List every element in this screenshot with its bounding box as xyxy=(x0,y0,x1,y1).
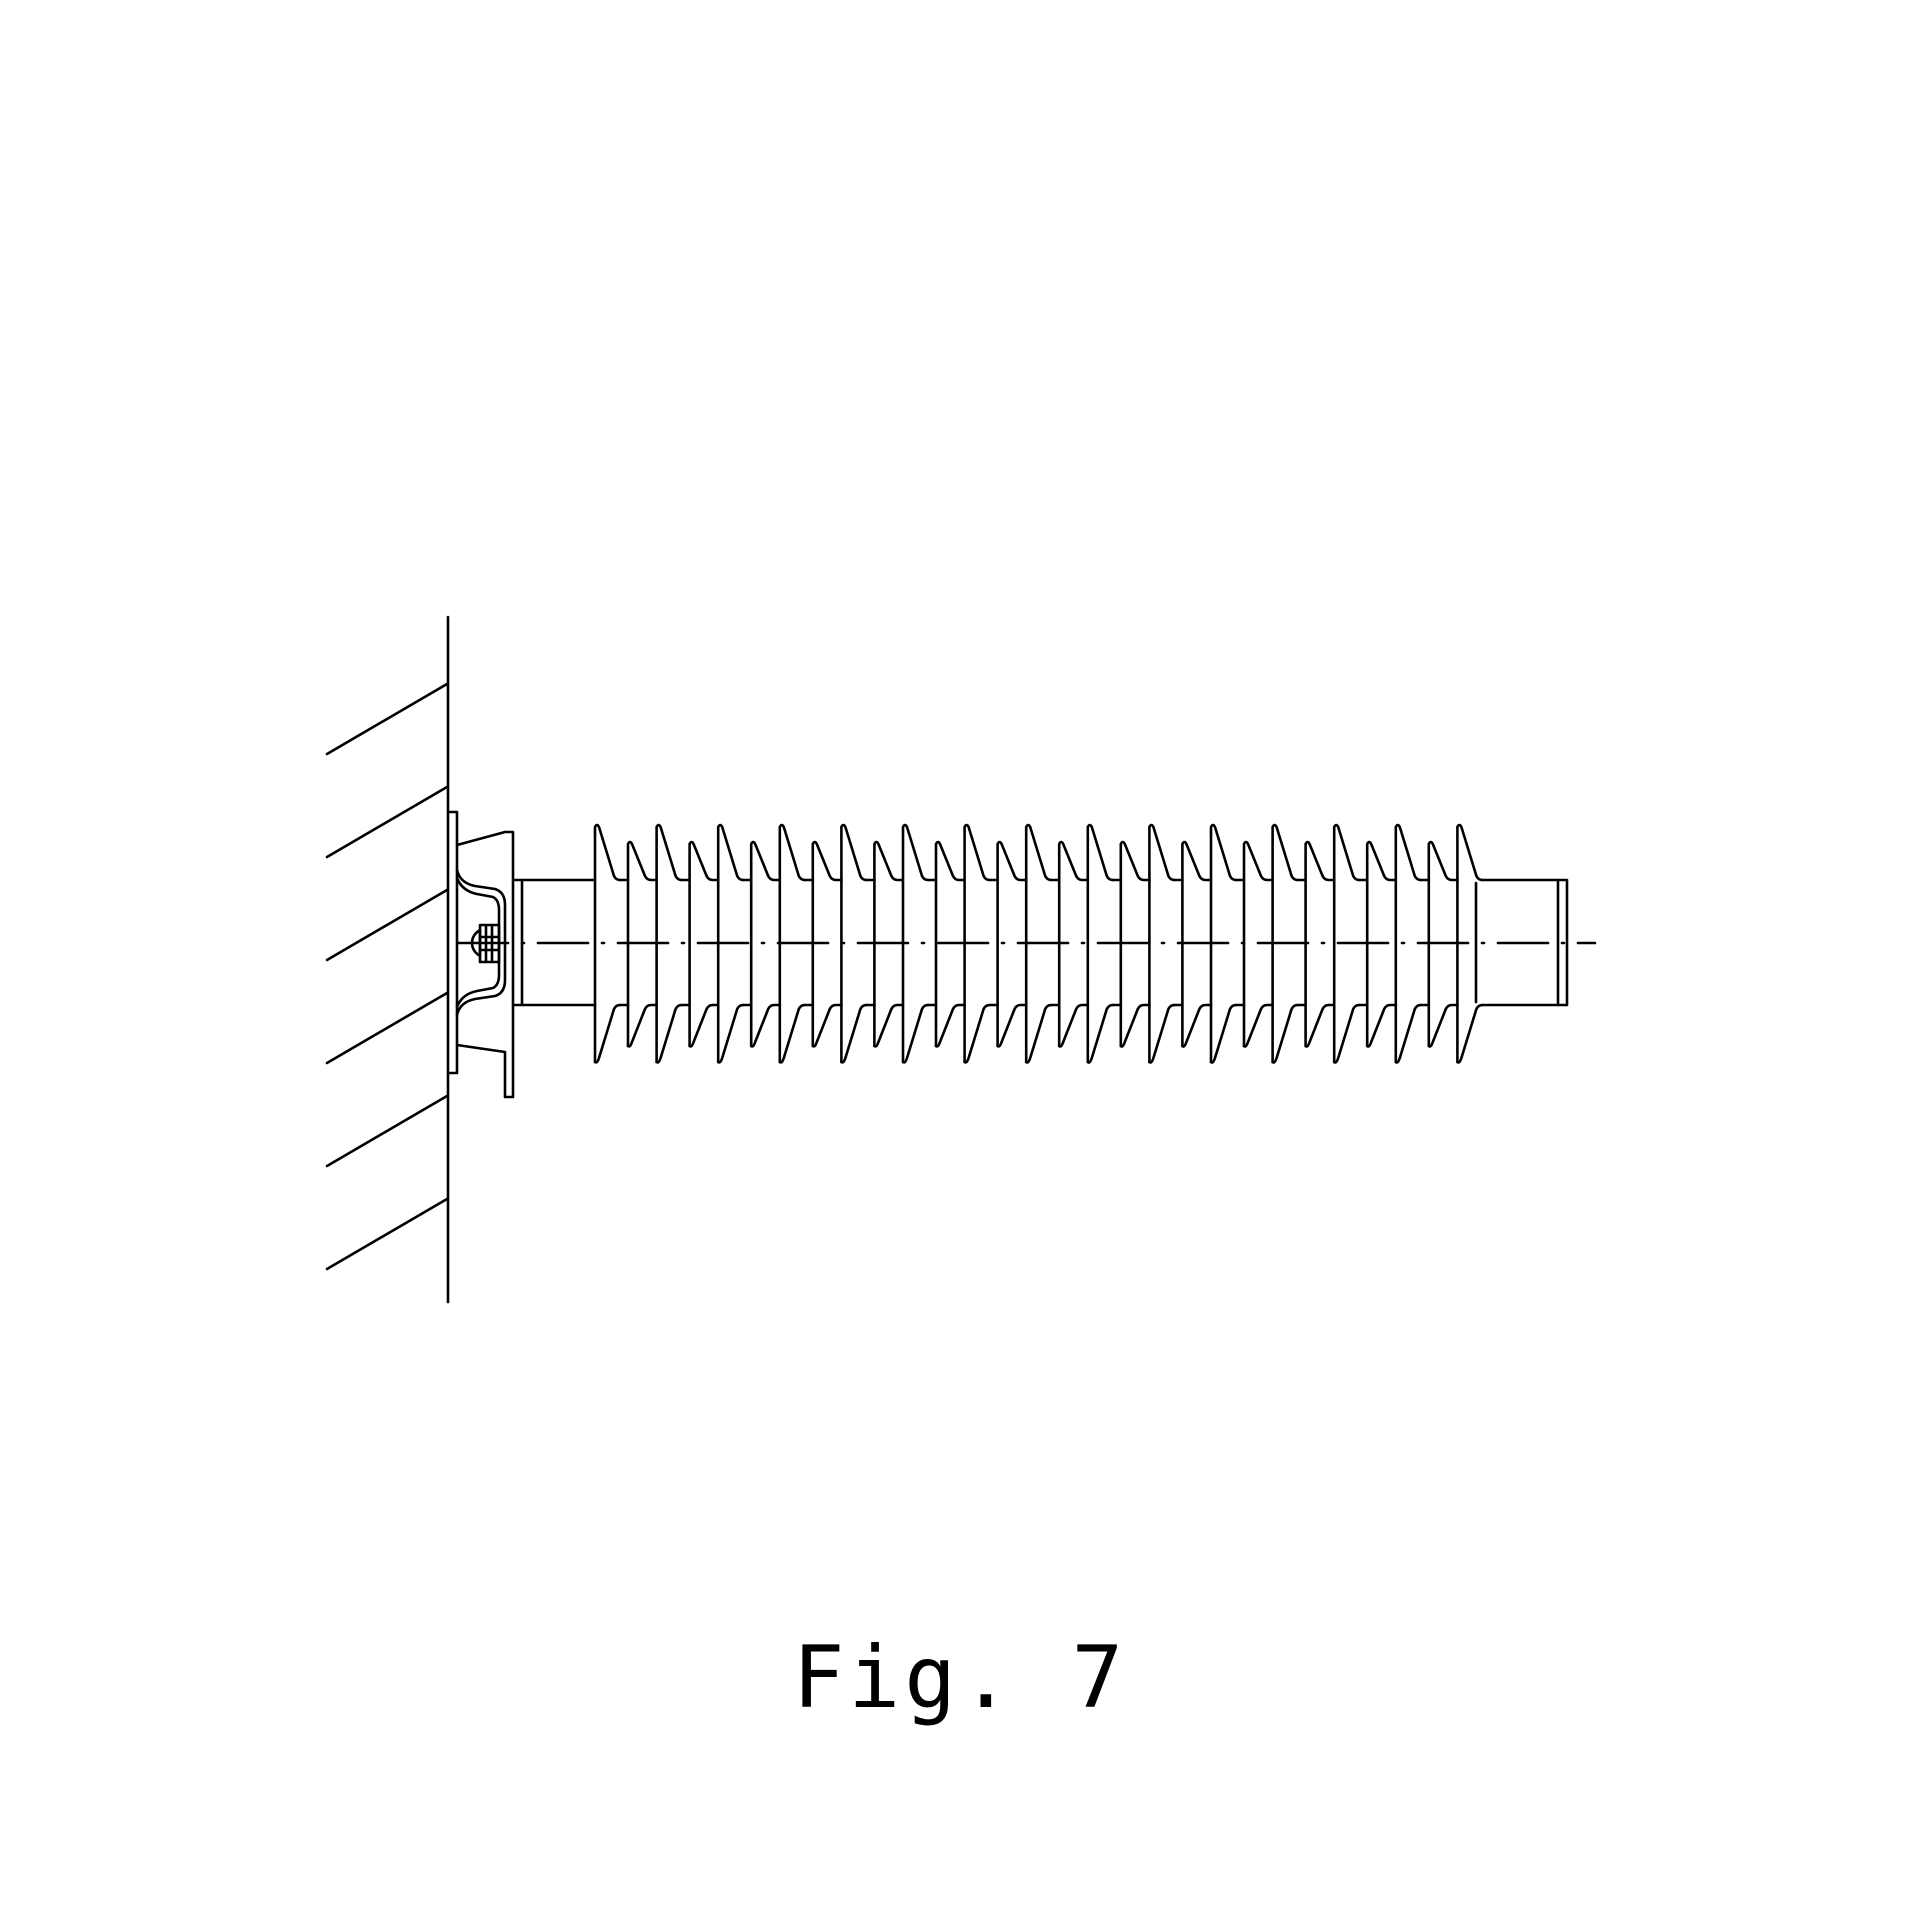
small-shed-lower xyxy=(626,1003,658,1048)
small-shed-lower xyxy=(1365,1003,1398,1048)
big-shed xyxy=(1456,823,1484,1064)
small-shed-lower xyxy=(1427,1003,1459,1048)
small-shed-lower xyxy=(688,1003,720,1048)
big-shed xyxy=(1271,823,1299,1064)
small-shed xyxy=(1242,840,1274,1048)
big-shed-lower xyxy=(1148,1003,1176,1064)
wall xyxy=(325,615,450,1304)
big-shed-lower xyxy=(1024,1003,1053,1064)
big-shed xyxy=(963,823,991,1064)
big-shed-lower xyxy=(1086,1003,1115,1064)
insulator-body xyxy=(593,823,1569,1064)
big-shed-lower xyxy=(1456,1003,1484,1064)
shed-gap xyxy=(618,878,630,1007)
small-shed xyxy=(1119,840,1151,1048)
shed-gap xyxy=(1357,878,1369,1007)
small-shed-lower xyxy=(873,1003,905,1048)
small-shed xyxy=(1365,840,1398,1048)
big-shed-lower xyxy=(716,1003,745,1064)
small-shed xyxy=(1304,840,1336,1048)
big-shed xyxy=(1394,823,1423,1064)
big-shed xyxy=(901,823,930,1064)
small-shed xyxy=(688,840,720,1048)
big-shed-lower xyxy=(963,1003,991,1064)
small-shed-lower xyxy=(749,1003,782,1048)
wall-hatch-line xyxy=(325,1197,449,1271)
small-shed xyxy=(934,840,966,1048)
big-shed xyxy=(593,823,622,1064)
small-shed xyxy=(749,840,782,1048)
big-shed xyxy=(1209,823,1238,1064)
big-shed-lower xyxy=(840,1003,868,1064)
shaft-end-right xyxy=(1474,878,1568,1007)
wall-hatch-line xyxy=(325,682,449,756)
small-shed-lower xyxy=(1181,1003,1213,1048)
small-shed-lower xyxy=(1119,1003,1151,1048)
small-shed xyxy=(996,840,1028,1048)
small-shed-lower xyxy=(1057,1003,1090,1048)
big-shed xyxy=(655,823,683,1064)
shed-gap xyxy=(1234,878,1246,1007)
wall-hatch-line xyxy=(325,991,449,1065)
big-shed-lower xyxy=(655,1003,683,1064)
shed-gap xyxy=(803,878,815,1007)
shed-gap xyxy=(1296,878,1307,1007)
small-shed xyxy=(1181,840,1213,1048)
big-shed xyxy=(1332,823,1361,1064)
big-shed xyxy=(716,823,745,1064)
small-shed-lower xyxy=(1304,1003,1336,1048)
big-shed xyxy=(1148,823,1176,1064)
shed-gap xyxy=(1111,878,1123,1007)
shed-gap xyxy=(1419,878,1431,1007)
big-shed xyxy=(778,823,807,1064)
mounting-bracket xyxy=(447,810,597,1099)
big-shed xyxy=(840,823,868,1064)
small-shed-lower xyxy=(934,1003,966,1048)
wall-hatch-line xyxy=(325,1094,449,1168)
big-shed-lower xyxy=(1394,1003,1423,1064)
big-shed-lower xyxy=(593,1003,622,1064)
small-shed-lower xyxy=(1242,1003,1274,1048)
big-shed-lower xyxy=(1332,1003,1361,1064)
small-shed xyxy=(1057,840,1090,1048)
big-shed-lower xyxy=(901,1003,930,1064)
big-shed xyxy=(1024,823,1053,1064)
small-shed xyxy=(1427,840,1459,1048)
small-shed-lower xyxy=(996,1003,1028,1048)
big-shed-lower xyxy=(778,1003,807,1064)
small-shed xyxy=(873,840,905,1048)
shed-gap xyxy=(1173,878,1184,1007)
mounting-plate xyxy=(447,810,459,1075)
bracket-flange xyxy=(455,830,515,1099)
small-shed-lower xyxy=(811,1003,843,1048)
shed-gap xyxy=(926,878,938,1007)
wall-hatch-line xyxy=(325,888,449,962)
shed-gap xyxy=(1049,878,1061,1007)
big-shed-lower xyxy=(1271,1003,1299,1064)
figure-caption: Fig. 7 xyxy=(792,1628,1128,1728)
wall-hatch-line xyxy=(325,785,449,859)
shed-gap xyxy=(741,878,753,1007)
shed-gap xyxy=(988,878,999,1007)
small-shed xyxy=(811,840,843,1048)
big-shed-lower xyxy=(1209,1003,1238,1064)
big-shed xyxy=(1086,823,1115,1064)
shed-gap xyxy=(680,878,691,1007)
small-shed xyxy=(626,840,658,1048)
shed-gap xyxy=(865,878,876,1007)
